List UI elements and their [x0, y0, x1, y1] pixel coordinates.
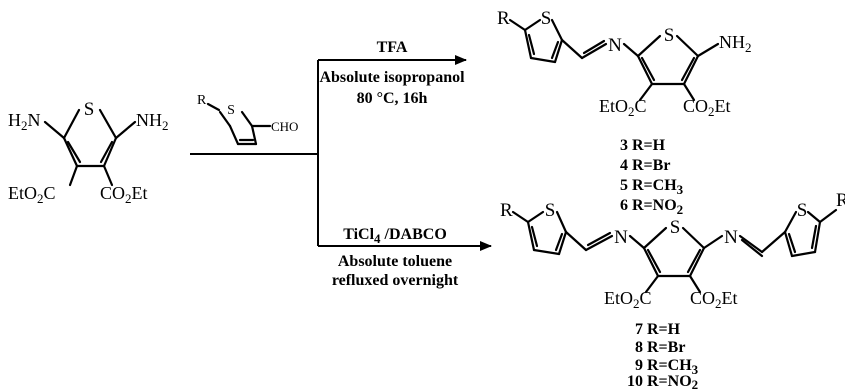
sulfur-atom: S	[670, 217, 681, 238]
lower-solvent: Absolute toluene	[338, 253, 452, 270]
compound-9: 9 R=CH3	[635, 357, 699, 377]
ester-group-right: CO2Et	[683, 96, 731, 119]
r-group: R	[836, 190, 845, 211]
sulfur-atom: S	[797, 200, 808, 221]
imine-nitrogen: N	[724, 227, 738, 248]
compound-10: 10 R=NO2	[627, 373, 698, 389]
lower-reagent: TiCl4 /DABCO	[343, 226, 447, 246]
thiophene-aldehyde-reagent: R S CHO	[197, 93, 298, 146]
reaction-arrows	[190, 55, 492, 251]
lower-compound-list: 7 R=H 8 R=Br 9 R=CH3 10 R=NO2	[627, 321, 699, 389]
amino-group-left: H2N	[8, 110, 41, 133]
compound-6: 6 R=NO2	[620, 197, 683, 217]
lower-time: refluxed overnight	[332, 272, 459, 289]
starting-diaminothiophene: S H2N NH2 EtO2C CO2Et	[8, 99, 169, 206]
imine-nitrogen: N	[608, 35, 622, 56]
upper-product-mono-imine: R S N S NH2 EtO2C CO2Et	[497, 8, 752, 119]
ester-group-left: EtO2C	[599, 96, 647, 119]
compound-4: 4 R=Br	[620, 157, 670, 174]
sulfur-atom: S	[227, 103, 235, 118]
upper-solvent: Absolute isopropanol	[319, 69, 465, 86]
amino-group: NH2	[719, 32, 752, 55]
r-group: R	[500, 200, 513, 221]
ester-group-right: CO2Et	[690, 288, 738, 311]
upper-compound-list: 3 R=H 4 R=Br 5 R=CH3 6 R=NO2	[620, 137, 684, 217]
compound-8: 8 R=Br	[635, 339, 685, 356]
r-group: R	[197, 93, 207, 108]
compound-3: 3 R=H	[620, 137, 666, 154]
compound-5: 5 R=CH3	[620, 177, 684, 197]
sulfur-atom: S	[84, 99, 95, 120]
upper-temperature: 80 °C, 16h	[357, 90, 428, 107]
sulfur-atom: S	[664, 25, 675, 46]
ester-group-left: EtO2C	[8, 183, 56, 206]
amino-group-right: NH2	[136, 110, 169, 133]
sulfur-atom: S	[541, 8, 552, 29]
sulfur-atom: S	[545, 200, 556, 221]
aldehyde-group: CHO	[271, 119, 298, 134]
upper-reagent: TFA	[377, 39, 408, 56]
ester-group-left: EtO2C	[604, 288, 652, 311]
imine-nitrogen: N	[614, 227, 628, 248]
ester-group-right: CO2Et	[100, 183, 148, 206]
lower-product-bis-imine: R S N S N S R EtO2C CO2Et	[500, 190, 845, 311]
compound-7: 7 R=H	[635, 321, 681, 338]
r-group: R	[497, 8, 510, 29]
